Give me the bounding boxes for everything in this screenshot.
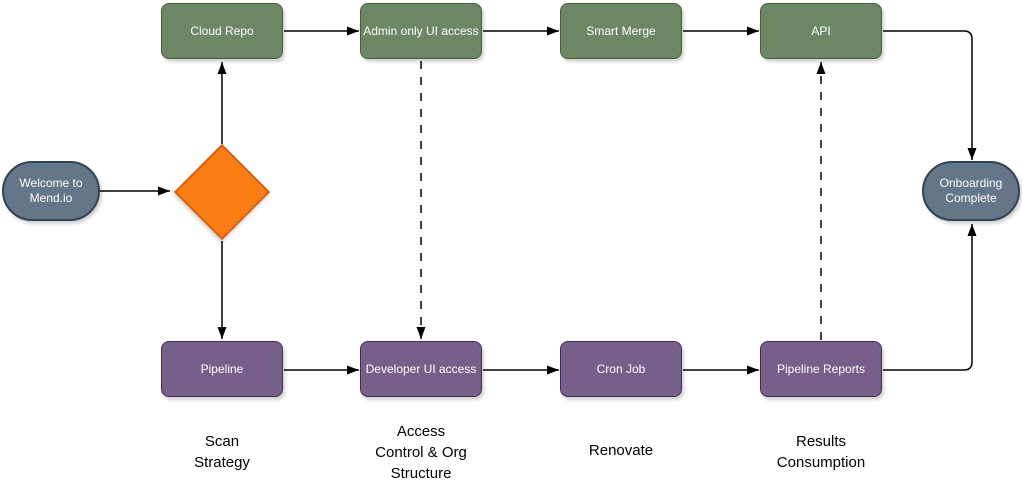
node-cron-job: Cron Job [560,341,682,397]
node-smart-merge: Smart Merge [560,3,682,59]
node-pipeline: Pipeline [161,341,283,397]
stage-label-access-control: Access Control & Org Structure [375,423,467,482]
node-cloud-repo: Cloud Repo [161,3,283,59]
edge-api-to-onboarding [883,30,977,160]
node-pipeline-reports: Pipeline Reports [760,341,882,397]
stage-label-results-consumption: Results Consumption [776,433,866,471]
stage-label-scan-strategy: Scan Strategy [194,433,250,471]
terminator-onboarding-complete: Onboarding Complete [922,161,1020,221]
node-admin-only-ui-access: Admin only UI access [360,3,482,59]
node-api: API [760,3,882,59]
stage-label-renovate: Renovate [588,442,654,459]
terminator-welcome: Welcome to Mend.io [2,161,100,221]
edge-reports-to-onboarding [883,224,977,371]
node-developer-ui-access: Developer UI access [360,341,482,397]
